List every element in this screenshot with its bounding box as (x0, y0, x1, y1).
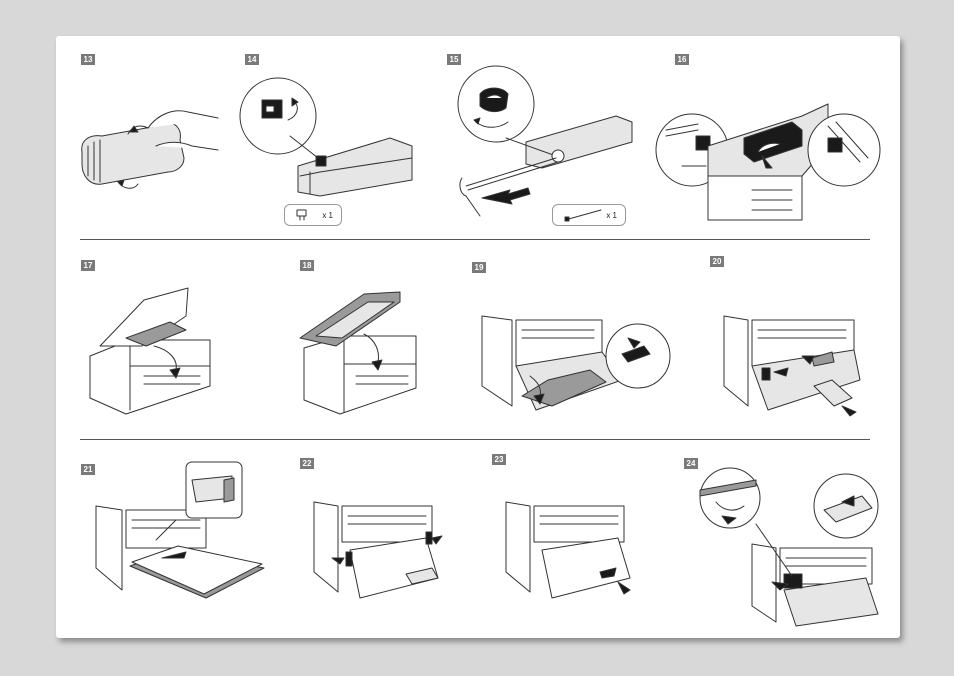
step-number-22: 22 (300, 458, 314, 469)
step-number-19: 19 (472, 262, 486, 273)
step-number-14: 14 (245, 54, 259, 65)
push-paper-in-illustration (506, 502, 666, 612)
quantity-box-rod: x 1 (552, 204, 626, 226)
remove-clip-illustration (240, 76, 420, 201)
quantity-box-clip: x 1 (284, 204, 342, 226)
quantity-label-clip: x 1 (322, 211, 333, 220)
shake-cartridge-illustration (78, 106, 228, 191)
step-number-17: 17 (81, 260, 95, 271)
cleaning-rod-icon (563, 208, 603, 222)
instruction-page: 13 14 15 16 x 1 (56, 36, 900, 638)
step-number-20: 20 (710, 256, 724, 267)
quantity-label-rod: x 1 (606, 211, 617, 220)
row-divider-1 (80, 239, 870, 240)
slide-guides-to-paper-illustration (314, 502, 474, 612)
close-scanner-unit-illustration (300, 292, 480, 422)
step-number-16: 16 (675, 54, 689, 65)
extend-paper-stopper-illustration (696, 466, 886, 616)
row-divider-2 (80, 439, 870, 440)
close-toner-cover-illustration (90, 286, 250, 416)
step-number-23: 23 (492, 454, 506, 465)
step-number-15: 15 (447, 54, 461, 65)
load-paper-illustration (96, 458, 276, 608)
step-number-18: 18 (300, 260, 314, 271)
open-paper-tray-illustration (482, 316, 672, 426)
step-number-13: 13 (81, 54, 95, 65)
install-cartridge-illustration (652, 96, 884, 226)
cartridge-clip-icon (295, 208, 309, 222)
adjust-paper-guides-illustration (724, 316, 894, 426)
cleaning-rod-illustration (446, 66, 636, 216)
step-number-21: 21 (81, 464, 95, 475)
